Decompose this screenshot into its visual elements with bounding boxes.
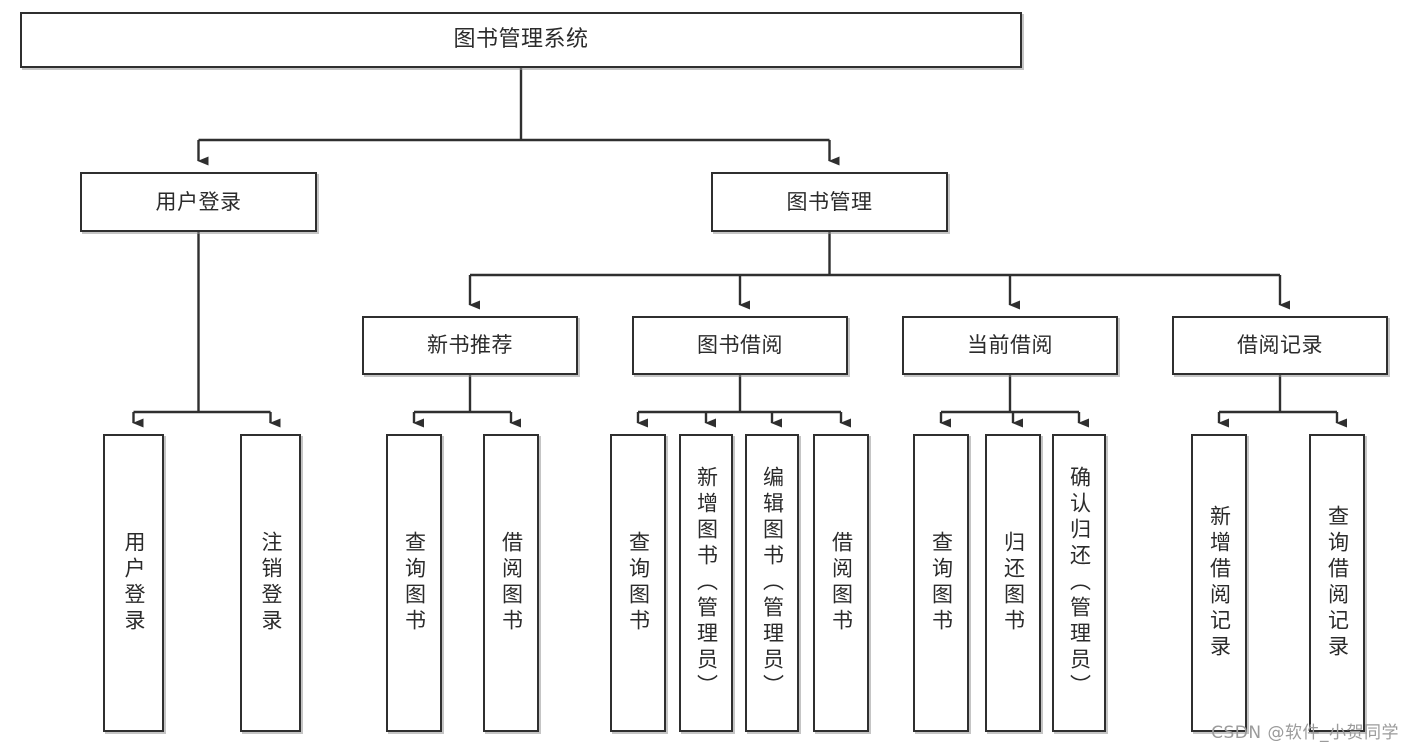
- node-label: 借阅记录: [1237, 333, 1323, 358]
- node-leaf_add_book[interactable]: 新增图书（管理员）: [679, 434, 733, 732]
- node-label: 新增图书（管理员）: [694, 466, 719, 700]
- node-label: 借阅图书: [499, 531, 524, 635]
- node-leaf_logout[interactable]: 注销登录: [240, 434, 301, 732]
- node-label: 注销登录: [259, 531, 283, 635]
- node-leaf_borrow_book_1[interactable]: 借阅图书: [483, 434, 539, 732]
- node-new_book_rec[interactable]: 新书推荐: [362, 316, 578, 375]
- node-leaf_edit_book[interactable]: 编辑图书（管理员）: [745, 434, 799, 732]
- node-label: 图书管理: [786, 189, 873, 214]
- node-label: 借阅图书: [829, 531, 854, 635]
- node-label: 新书推荐: [427, 333, 513, 358]
- node-leaf_borrow_book_2[interactable]: 借阅图书: [813, 434, 869, 732]
- node-book_borrow[interactable]: 图书借阅: [632, 316, 848, 375]
- node-book_mgmt[interactable]: 图书管理: [711, 172, 948, 232]
- node-leaf_query_log[interactable]: 查询借阅记录: [1309, 434, 1365, 732]
- node-leaf_query_book_1[interactable]: 查询图书: [386, 434, 442, 732]
- node-cur_borrow[interactable]: 当前借阅: [902, 316, 1118, 375]
- node-label: 编辑图书（管理员）: [760, 466, 785, 700]
- node-label: 确认归还（管理员）: [1067, 466, 1092, 700]
- node-label: 查询图书: [626, 531, 651, 635]
- node-leaf_query_book_3[interactable]: 查询图书: [913, 434, 969, 732]
- node-label: 图书借阅: [697, 333, 783, 358]
- node-label: 用户登录: [155, 189, 242, 214]
- node-borrow_log[interactable]: 借阅记录: [1172, 316, 1388, 375]
- node-label: 查询借阅记录: [1325, 505, 1350, 661]
- node-label: 用户登录: [122, 531, 146, 635]
- node-leaf_return_book[interactable]: 归还图书: [985, 434, 1041, 732]
- node-label: 图书管理系统: [453, 27, 589, 53]
- node-label: 当前借阅: [967, 333, 1053, 358]
- node-label: 查询图书: [929, 531, 954, 635]
- node-user_login[interactable]: 用户登录: [80, 172, 317, 232]
- node-root[interactable]: 图书管理系统: [20, 12, 1022, 68]
- node-leaf_add_log[interactable]: 新增借阅记录: [1191, 434, 1247, 732]
- node-leaf_confirm_ret[interactable]: 确认归还（管理员）: [1052, 434, 1106, 732]
- node-label: 新增借阅记录: [1207, 505, 1232, 661]
- node-leaf_user_login[interactable]: 用户登录: [103, 434, 164, 732]
- node-label: 查询图书: [402, 531, 427, 635]
- node-leaf_query_book_2[interactable]: 查询图书: [610, 434, 666, 732]
- node-label: 归还图书: [1001, 531, 1026, 635]
